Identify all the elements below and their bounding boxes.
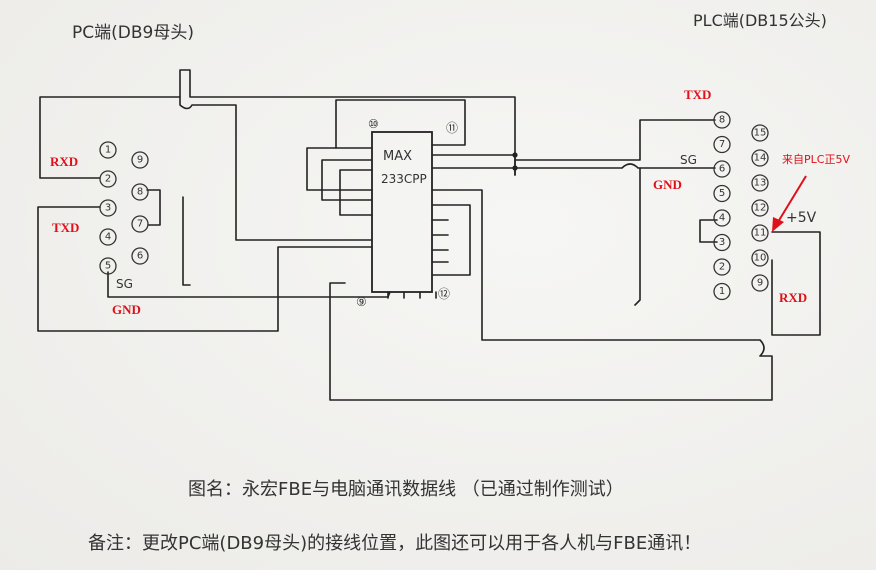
from-plc-5v-note: 来自PLC正5V	[782, 153, 850, 166]
chip-right-stubs	[431, 219, 449, 263]
plc-db15-pin-number: 8	[719, 115, 725, 126]
red-arrowhead-icon	[772, 217, 784, 232]
pc-rxd-wire	[39, 69, 516, 179]
plc-txd-label: TXD	[684, 87, 711, 102]
plc-txd-wire	[431, 119, 716, 176]
max233-chip	[371, 131, 433, 293]
plc-db15-pin-circle	[713, 233, 731, 252]
diagram-caption: 图名：永宏FBE与电脑通讯数据线 （已通过制作测试）	[188, 479, 624, 500]
plc-db15-pin-number: 6	[719, 164, 725, 175]
pc-signal-wire	[179, 96, 373, 241]
pc-db9-pin-number: 2	[105, 174, 111, 185]
plc-gnd-wire	[634, 167, 641, 306]
plc-db15-pin-circle	[751, 149, 769, 167]
pc-db9-pin-number: 4	[105, 232, 111, 243]
pc-txd-wire	[37, 206, 373, 332]
pc-db9-pin-circle	[131, 183, 149, 201]
plc-db15-pin-circle	[713, 258, 731, 276]
chip-label-2: 233CPP	[381, 172, 427, 186]
plc-db15-pin-circle	[713, 184, 731, 203]
plc-5v-label: +5V	[786, 210, 817, 226]
chip-bottom-pins	[387, 291, 437, 299]
pc-gnd-label: GND	[112, 302, 141, 317]
pc-sg-label: SG	[116, 277, 133, 291]
pc-end-header: PC端(DB9母头)	[72, 23, 194, 43]
plc-db15-pin-circle	[751, 224, 769, 242]
plc-db15-pin-number: 10	[754, 253, 767, 264]
plc-db15-pin-number: 7	[719, 139, 725, 150]
pc-db9-pin-number: 3	[105, 203, 111, 214]
plc-sg-wire	[431, 163, 716, 169]
chip-right-wire-4	[431, 204, 471, 276]
plc-db15-pin-number: 15	[754, 128, 767, 139]
plc-db15-pin-number: 5	[719, 188, 725, 199]
plc-db15-pin-circle	[751, 199, 769, 217]
plc-db15-pin-number: 3	[719, 237, 725, 248]
plc-sg-label: SG	[680, 153, 697, 167]
plc-db15-pin-number: 1	[719, 286, 725, 297]
plc-db15-pin-number: 2	[719, 262, 725, 273]
pc-db9-pin-circle	[99, 141, 117, 159]
pc-ground-branch	[182, 196, 191, 286]
pc-db9-pin-circle	[99, 199, 117, 217]
pc-db9-pin-number: 7	[137, 219, 143, 230]
pc-db9-pin-circle	[99, 228, 117, 246]
pc-rts-cts-loop	[146, 189, 161, 226]
pc-db9-pin-number: 5	[105, 261, 111, 272]
pc-db9-pin-circle	[99, 257, 117, 275]
plc-db15-pin-circle	[713, 209, 731, 227]
plc-db15-pin-circle	[713, 282, 731, 301]
plc-rxd-label: RXD	[779, 290, 807, 305]
plc-db15-pin-number: 4	[719, 213, 725, 224]
diagram-note: 备注：更改PC端(DB9母头)的接线位置，此图还可以用于各人机与FBE通讯！	[88, 533, 701, 554]
junction-dot	[512, 152, 518, 158]
chip-top-loop	[335, 99, 466, 149]
plc-db15-pin-number: 14	[754, 153, 767, 164]
chip-pin-label: ⑨	[356, 295, 367, 309]
plc-db15-pin-circle	[713, 111, 731, 129]
plc-5v-wire	[771, 231, 821, 336]
chip-pin-label: ⑫	[438, 287, 450, 301]
plc-db15-pin-circle	[751, 249, 769, 267]
chip-pin-label: ⑩	[368, 117, 379, 131]
chip-left-loop-3	[339, 169, 373, 216]
pc-db9-pin-number: 6	[137, 251, 143, 262]
pc-db9-pin-number: 9	[137, 155, 143, 166]
pc-db9-pin-number: 8	[137, 187, 143, 198]
pc-ground-wire	[107, 271, 391, 298]
plc-pin4-pin3-loop	[699, 219, 718, 243]
plc-gnd-label: GND	[653, 177, 682, 192]
pc-txd-label: TXD	[52, 220, 79, 235]
plc-db15-pin-circle	[751, 124, 769, 142]
plc-db15-pin-circle	[751, 274, 769, 292]
chip-label-1: MAX	[383, 149, 412, 164]
chip-right-wire-3	[329, 189, 773, 401]
plc-db15-pin-circle	[713, 135, 731, 154]
red-arrow-icon	[777, 175, 807, 223]
chip-left-loop-2	[321, 159, 373, 201]
pc-db9-pin-number: 1	[105, 145, 111, 156]
pc-db9-pin-circle	[131, 151, 149, 169]
pc-db9-pin-circle	[131, 247, 149, 265]
pc-db9-pin-circle	[99, 170, 117, 188]
plc-db15-pin-circle	[751, 174, 769, 192]
plc-db15-pin-number: 12	[754, 203, 767, 214]
pc-db9-pin-circle	[131, 215, 149, 233]
junction-dot	[512, 165, 518, 171]
plc-db15-pin-number: 9	[757, 278, 763, 289]
plc-db15-pin-circle	[713, 160, 731, 178]
pc-rxd-label: RXD	[50, 154, 78, 169]
plc-db15-pin-number: 11	[754, 228, 767, 239]
plc-end-header: PLC端(DB15公头)	[693, 11, 827, 30]
chip-pin-label: ⑪	[446, 121, 458, 135]
plc-db15-pin-number: 13	[754, 178, 767, 189]
